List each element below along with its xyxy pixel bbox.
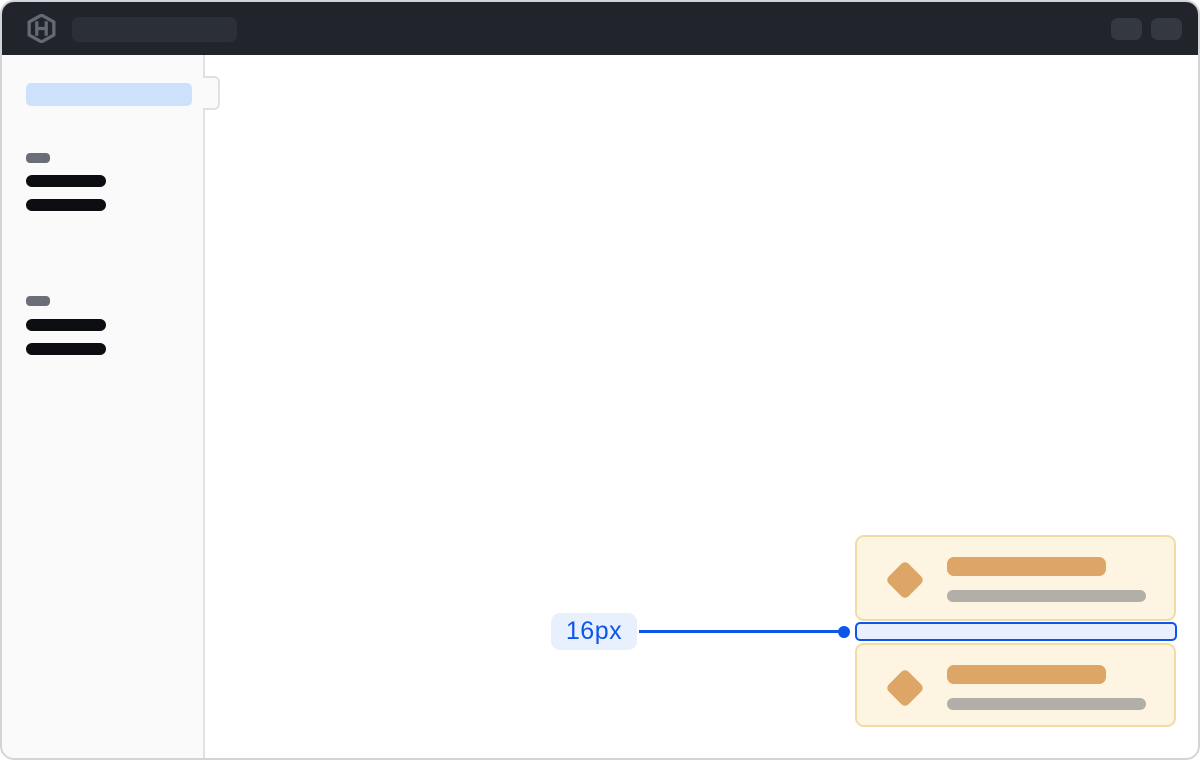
diamond-icon xyxy=(885,560,925,600)
sidebar-active-item-placeholder[interactable] xyxy=(26,83,192,106)
card-subtitle-placeholder xyxy=(947,698,1146,710)
hashicorp-logo-icon xyxy=(27,14,56,43)
sidebar-nav-item-placeholder[interactable] xyxy=(26,175,106,187)
skeleton-card[interactable] xyxy=(855,643,1176,727)
sidebar-section-label-placeholder xyxy=(26,296,50,306)
annotation-leader-line xyxy=(639,630,844,633)
sidebar-nav-item-placeholder[interactable] xyxy=(26,199,106,211)
topbar-action-placeholder-icon[interactable] xyxy=(1151,18,1182,40)
card-subtitle-placeholder xyxy=(947,590,1146,602)
sidebar xyxy=(2,55,205,758)
skeleton-card[interactable] xyxy=(855,535,1176,621)
spacing-value-label: 16px xyxy=(551,613,637,650)
topbar-actions xyxy=(1111,18,1182,40)
sidebar-nav-item-placeholder[interactable] xyxy=(26,319,106,331)
annotation-dot xyxy=(838,625,850,638)
sidebar-toggle-notch[interactable] xyxy=(203,76,220,110)
sidebar-section-label-placeholder xyxy=(26,153,50,163)
search-input-placeholder[interactable] xyxy=(72,17,237,42)
spacing-highlight-rect xyxy=(855,622,1177,641)
card-title-placeholder xyxy=(947,557,1106,576)
topbar xyxy=(2,2,1198,55)
topbar-action-placeholder-icon[interactable] xyxy=(1111,18,1142,40)
diamond-icon xyxy=(885,668,925,708)
sidebar-nav-item-placeholder[interactable] xyxy=(26,343,106,355)
card-title-placeholder xyxy=(947,665,1106,684)
